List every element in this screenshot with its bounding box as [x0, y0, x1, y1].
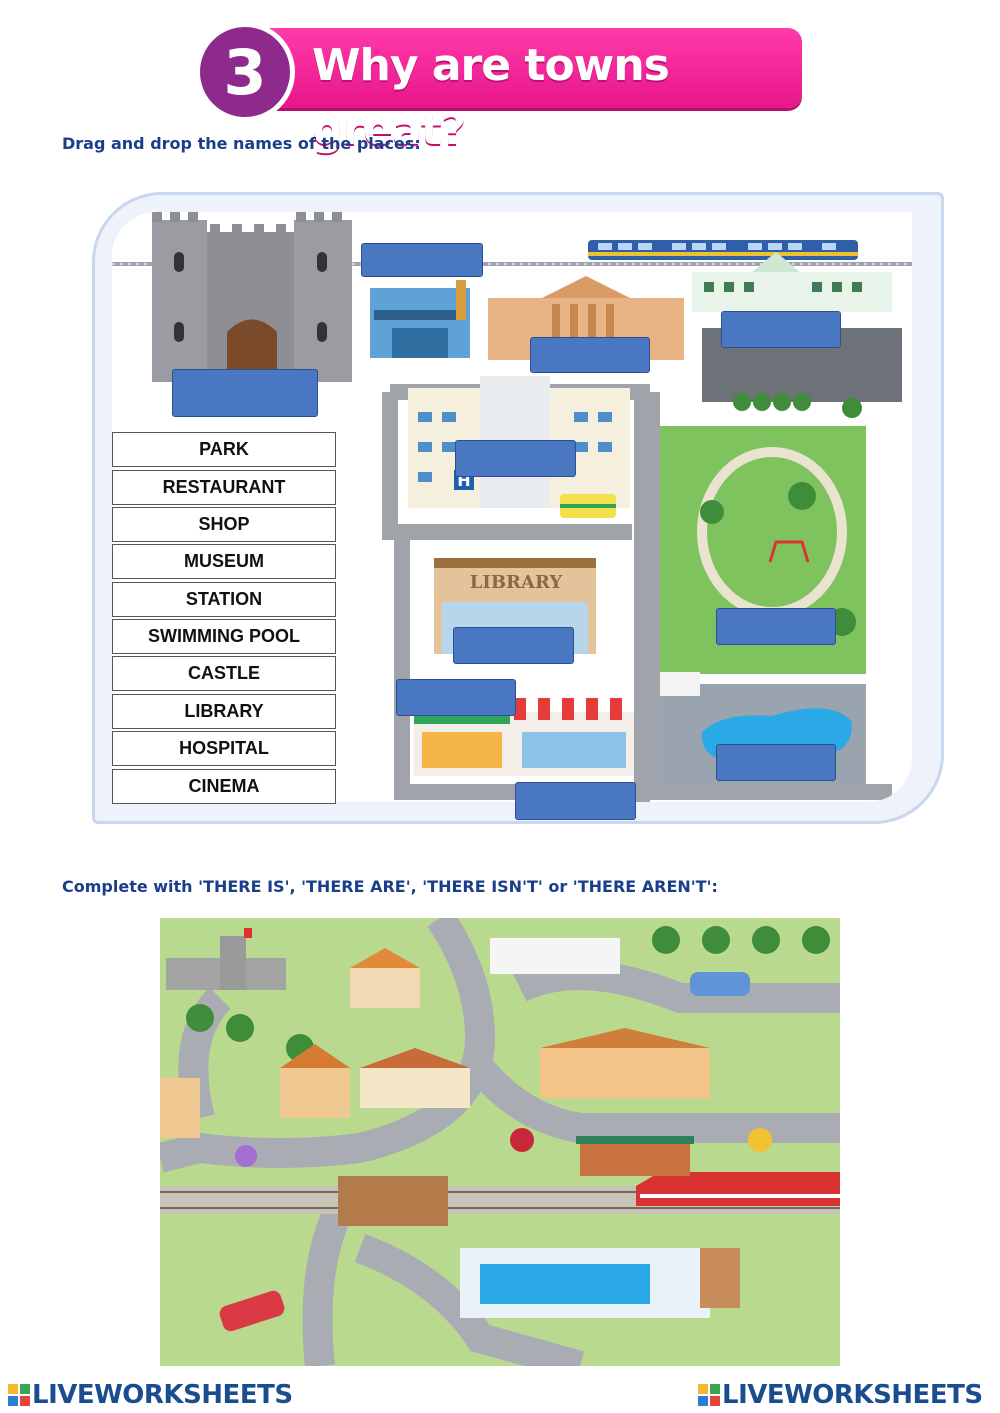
town-scene	[160, 918, 840, 1366]
drop-target-library[interactable]	[453, 627, 574, 664]
word-bank-item[interactable]: STATION	[112, 582, 336, 617]
drop-target-castle[interactable]	[172, 369, 318, 417]
word-bank-item[interactable]: HOSPITAL	[112, 731, 336, 766]
word-bank-item[interactable]: MUSEUM	[112, 544, 336, 579]
word-bank-item[interactable]: RESTAURANT	[112, 470, 336, 505]
footer-logo-left: LIVEWORKSHEETS	[8, 1380, 293, 1410]
cinema	[370, 280, 470, 358]
footer-brand-left: LIVEWORKSHEETS	[32, 1380, 293, 1410]
word-bank-item[interactable]: CINEMA	[112, 769, 336, 804]
footer-brand-right: LIVEWORKSHEETS	[722, 1380, 983, 1410]
title-banner	[210, 28, 802, 108]
scene-station	[576, 1136, 694, 1176]
drop-target-station[interactable]	[721, 311, 841, 348]
ambulance	[560, 494, 616, 518]
word-bank-item[interactable]: SHOP	[112, 507, 336, 542]
drop-target-hospital[interactable]	[455, 440, 576, 477]
word-bank-item[interactable]: PARK	[112, 432, 336, 467]
drop-target-park[interactable]	[716, 608, 836, 645]
scene-castle	[166, 928, 286, 990]
town-scene-illustration	[160, 918, 840, 1366]
town-map: H LIBRARY	[112, 212, 912, 802]
word-bank-item[interactable]: CASTLE	[112, 656, 336, 691]
scene-houses	[160, 938, 710, 1138]
drop-target-museum[interactable]	[530, 337, 650, 373]
town-map-illustration: H LIBRARY	[112, 212, 912, 802]
drop-target-swimming-pool[interactable]	[716, 744, 836, 781]
liveworksheets-logo-icon	[8, 1383, 30, 1406]
page-title: Why are towns great?	[312, 40, 670, 155]
shops	[414, 698, 634, 776]
drop-target-restaurant[interactable]	[515, 782, 636, 820]
word-bank-item[interactable]: SWIMMING POOL	[112, 619, 336, 654]
drop-target-shop[interactable]	[396, 679, 516, 716]
liveworksheets-logo-icon	[698, 1383, 720, 1406]
scene-swimming-pool-building	[460, 1248, 740, 1318]
library-sign: LIBRARY	[470, 572, 564, 593]
station-building	[692, 252, 892, 312]
unit-number-badge: 3	[195, 22, 295, 122]
scene-vehicles	[219, 972, 772, 1332]
train	[588, 240, 858, 260]
scene-train	[636, 1172, 840, 1206]
drag-drop-instruction: Drag and drop the names of the places:	[62, 134, 421, 153]
drop-target-cinema[interactable]	[361, 243, 483, 277]
footer-logo-right: LIVEWORKSHEETS	[698, 1380, 983, 1410]
scene-trees	[186, 926, 830, 1062]
castle	[152, 212, 352, 382]
word-bank-item[interactable]: LIBRARY	[112, 694, 336, 729]
complete-instruction: Complete with 'THERE IS', 'THERE ARE', '…	[62, 877, 718, 896]
